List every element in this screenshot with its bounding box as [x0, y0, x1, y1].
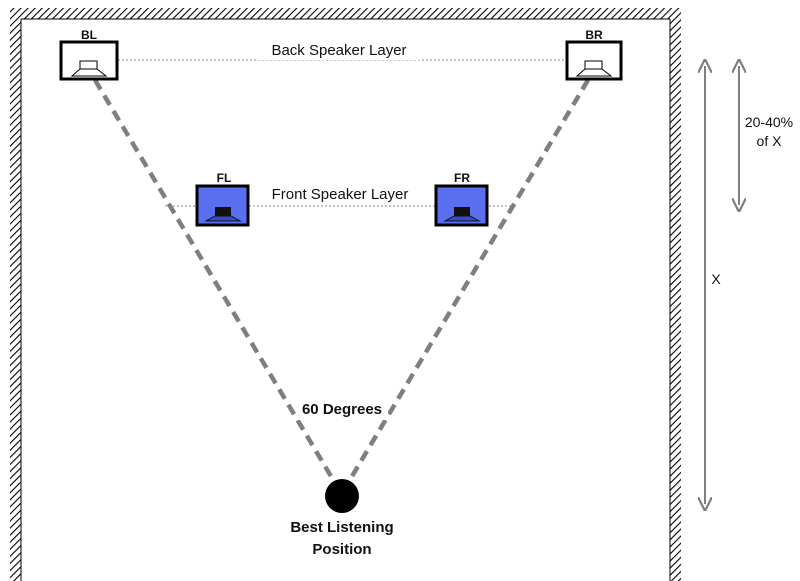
listener-label-line2: Position — [312, 541, 371, 558]
speaker-front-right: FR — [434, 171, 489, 227]
speaker-driver-icon — [584, 60, 603, 70]
speaker-back-left-label: BL — [81, 28, 97, 42]
speaker-front-right-label: FR — [454, 171, 470, 185]
right-cone-line — [346, 78, 590, 485]
listener-marker — [325, 479, 359, 513]
speaker-back-right-label: BR — [585, 28, 603, 42]
dimension-partial-label-line1: 20-40% — [745, 114, 793, 130]
wall-left — [10, 8, 21, 581]
speaker-back-left: BL — [59, 28, 119, 81]
left-cone-line — [93, 78, 337, 485]
back-layer-label: Back Speaker Layer — [271, 42, 406, 59]
speaker-driver-icon — [215, 207, 231, 216]
angle-label: 60 Degrees — [302, 401, 382, 418]
speaker-driver-icon — [454, 207, 470, 216]
dimension-x-label: X — [711, 271, 721, 287]
wall-right — [670, 8, 681, 581]
speaker-driver-icon — [79, 60, 98, 70]
room-walls — [10, 8, 681, 581]
speaker-front-right-box — [434, 184, 489, 227]
speaker-back-right: BR — [565, 28, 623, 81]
speaker-front-left: FL — [195, 171, 250, 227]
wall-top — [10, 8, 681, 19]
speaker-front-left-label: FL — [217, 171, 232, 185]
listener-label-line1: Best Listening — [290, 519, 393, 536]
front-layer-label: Front Speaker Layer — [272, 186, 409, 203]
dimension-partial-label-line2: of X — [757, 133, 783, 149]
